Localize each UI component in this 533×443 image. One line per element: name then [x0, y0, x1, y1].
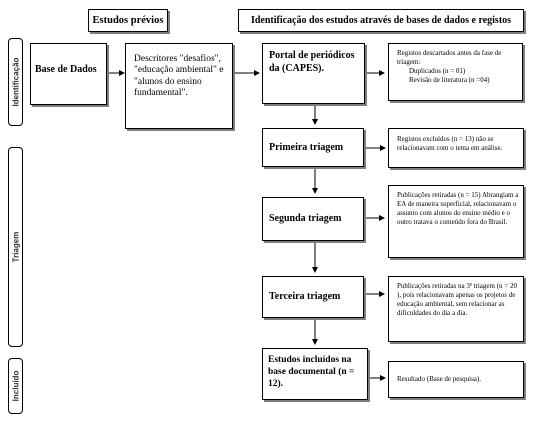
withdrawn-second-box: Publicações retiradas (n = 15) Abrangiam… — [388, 185, 524, 258]
descriptors-text: Descritores "desafios", "educação ambien… — [134, 54, 224, 99]
second-screening-label: Segunda triagem — [269, 213, 342, 224]
section-identification: Identificação — [8, 38, 23, 126]
discarded-title: Registos descartados antes da fase de tr… — [397, 49, 502, 67]
excluded-text: Registos excluídos (n = 13) não se relac… — [397, 135, 503, 153]
discarded-duplicates: Duplicados (n = 01) — [409, 67, 466, 76]
included-studies-label: Estudos incluídos na base documental (n … — [268, 355, 355, 389]
third-screening-label: Terceira triagem — [269, 291, 341, 302]
result-box: Resultado (Base de pesquisa). — [388, 361, 524, 398]
withdrawn-third-text: Publicações retiradas na 3ª triagem (n =… — [397, 282, 517, 318]
portal-label: Portal de periódicos da (CAPES). — [269, 50, 355, 74]
second-screening-box: Segunda triagem — [262, 197, 364, 241]
database-box: Base de Dados — [30, 43, 107, 105]
discarded-review: Revisão de literatura (n =04) — [409, 76, 490, 85]
descriptors-box: Descritores "desafios", "educação ambien… — [125, 43, 233, 129]
result-text: Resultado (Base de pesquisa). — [397, 375, 481, 383]
portal-box: Portal de periódicos da (CAPES). — [262, 43, 365, 104]
withdrawn-second-text: Publicações retiradas (n = 15) Abrangiam… — [397, 191, 519, 227]
header-identification: Identificação dos estudos através de bas… — [238, 9, 524, 32]
first-screening-box: Primeira triagem — [262, 128, 364, 167]
third-screening-box: Terceira triagem — [262, 276, 364, 318]
section-screening: Triagem — [8, 147, 23, 347]
header-previous-studies: Estudos prévios — [88, 9, 168, 32]
excluded-box: Registos excluídos (n = 13) não se relac… — [388, 128, 524, 168]
withdrawn-third-box: Publicações retiradas na 3ª triagem (n =… — [388, 276, 524, 342]
section-included: Incluído — [8, 358, 23, 414]
database-label: Base de Dados — [35, 64, 97, 75]
discarded-box: Registos descartados antes da fase de tr… — [388, 43, 523, 101]
included-studies-box: Estudos incluídos na base documental (n … — [262, 348, 368, 400]
first-screening-label: Primeira triagem — [269, 142, 344, 153]
